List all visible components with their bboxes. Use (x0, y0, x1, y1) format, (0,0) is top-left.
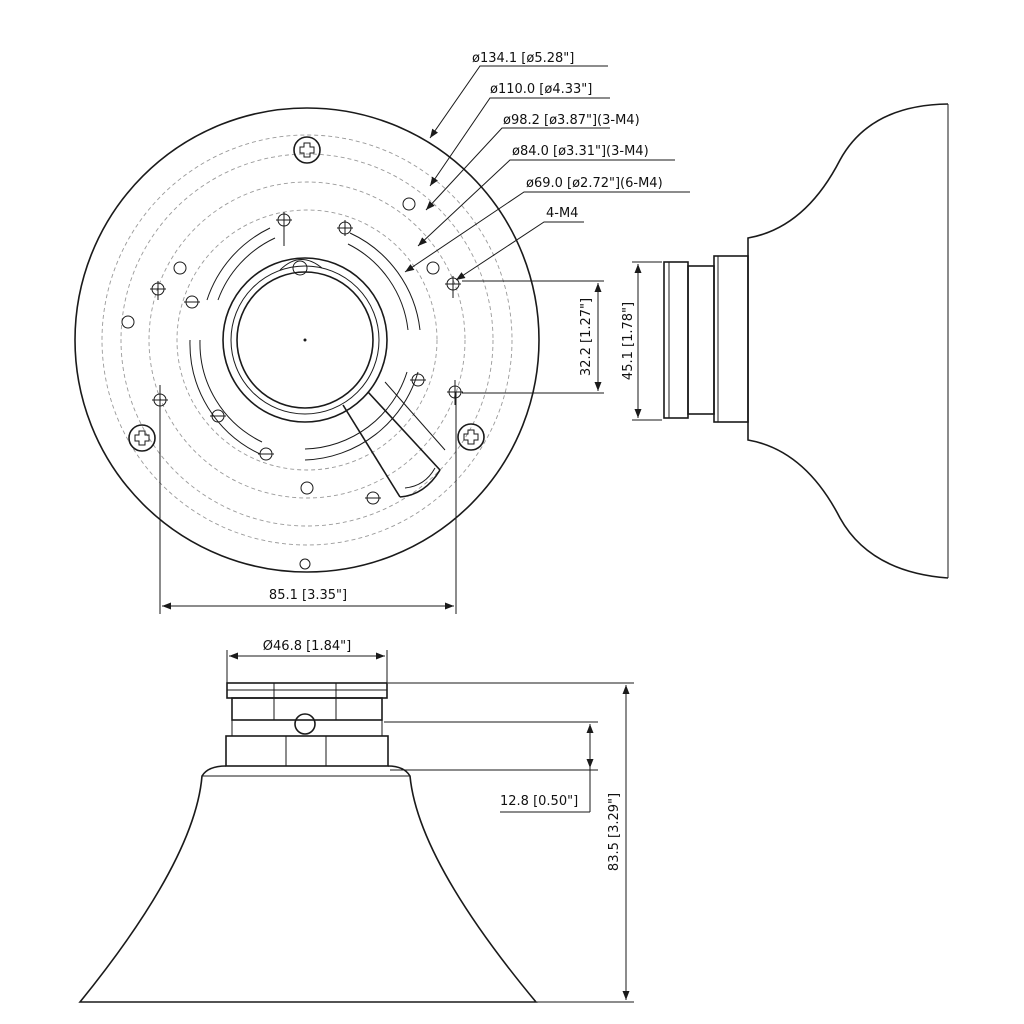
side-cap-ring (663, 261, 689, 419)
inner-slot-ring-2 (199, 237, 409, 450)
cross-hole-right (457, 423, 485, 451)
callout-diameter-110: ø110.0 [ø4.33"] (490, 82, 592, 97)
inner-slot-ring (189, 227, 421, 461)
callout-leaders (404, 65, 690, 281)
side-collar (713, 255, 749, 423)
callout-diameter-98: ø98.2 [ø3.87"](3-M4) (503, 113, 640, 128)
callout-diameter-134: ø134.1 [ø5.28"] (472, 51, 574, 66)
dimension-83-5-label: 83.5 [3.29"] (607, 793, 622, 871)
cable-channel (342, 381, 446, 498)
dimension-32-2 (462, 280, 604, 394)
callout-diameter-84: ø84.0 [ø3.31"](3-M4) (512, 144, 649, 159)
side-bell-outline (747, 103, 949, 579)
top-view: ø134.1 [ø5.28"] ø110.0 [ø4.33"] ø98.2 [ø… (74, 51, 690, 614)
center-boss-outer (222, 257, 388, 423)
dimension-32-2-label: 32.2 [1.27"] (579, 298, 594, 376)
callout-diameter-69: ø69.0 [ø2.72"](6-M4) (526, 176, 663, 191)
boss-notch-hole (292, 260, 308, 276)
front-view: Ø46.8 [1.84"] 12.8 [0.50"] 83.5 [3.29"] (78, 639, 634, 1003)
front-side-hole (294, 713, 316, 735)
diameter-110-circle (101, 134, 513, 546)
dimension-85-1 (159, 392, 457, 614)
outer-rim-circle (74, 107, 540, 573)
dimension-45-1 (632, 261, 662, 421)
dimension-46-8 (226, 650, 388, 683)
center-boss-mid (230, 265, 380, 415)
dimension-45-1-label: 45.1 [1.78"] (621, 302, 636, 380)
callout-4-m4: 4-M4 (546, 206, 578, 221)
center-boss-inner (236, 271, 374, 409)
diameter-98-circle (120, 153, 494, 527)
center-point (303, 338, 307, 342)
side-cap-mid (687, 265, 715, 415)
dimension-46-8-label: Ø46.8 [1.84"] (263, 639, 351, 654)
dimension-12-8 (384, 721, 598, 813)
front-lower-band (225, 735, 389, 767)
dimension-12-8-label: 12.8 [0.50"] (500, 794, 578, 809)
dimension-85-1-label: 85.1 [3.35"] (269, 588, 347, 603)
side-view: 45.1 [1.78"] (621, 103, 949, 579)
dimension-83-5 (388, 682, 634, 1003)
cross-hole-top (293, 136, 321, 164)
front-bell-outline (78, 765, 538, 1003)
cross-hole-left (128, 424, 156, 452)
screw-holes (121, 197, 463, 570)
boss-notch (279, 259, 323, 271)
front-upper-band (231, 697, 383, 721)
diameter-69-circle (176, 209, 438, 471)
diameter-84-circle (148, 181, 466, 499)
